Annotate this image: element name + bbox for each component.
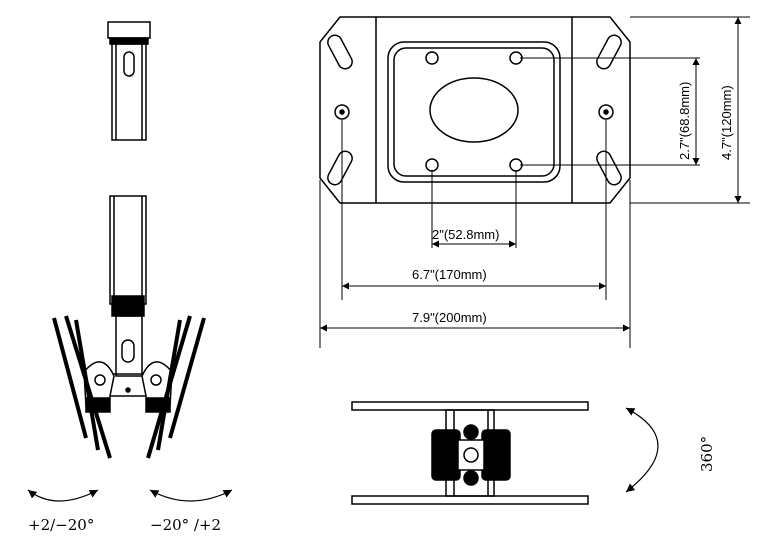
pole-top-view (107, 21, 151, 141)
right-tilt-label: −20° /+2 (150, 516, 221, 534)
right-tilt-arrow (149, 489, 233, 502)
total-height-label: 4.7"(120mm) (719, 85, 734, 160)
rotating-bracket-bottom-view (351, 401, 589, 505)
pole-tilt-assembly (52, 195, 206, 459)
inner-height-label: 2.7"(68.8mm) (677, 82, 692, 160)
dimension-lines (319, 16, 750, 348)
mid-width-label: 6.7"(170mm) (412, 267, 487, 282)
mounting-plate (319, 16, 631, 204)
left-tilt-label: +2/−20° (28, 516, 94, 534)
inner-width-label: 2"(52.8mm) (432, 227, 499, 242)
left-tilt-arrow (27, 489, 99, 502)
total-width-label: 7.9"(200mm) (412, 310, 487, 325)
rotation-label: 360° (698, 436, 716, 472)
rotation-arrow (625, 407, 659, 493)
